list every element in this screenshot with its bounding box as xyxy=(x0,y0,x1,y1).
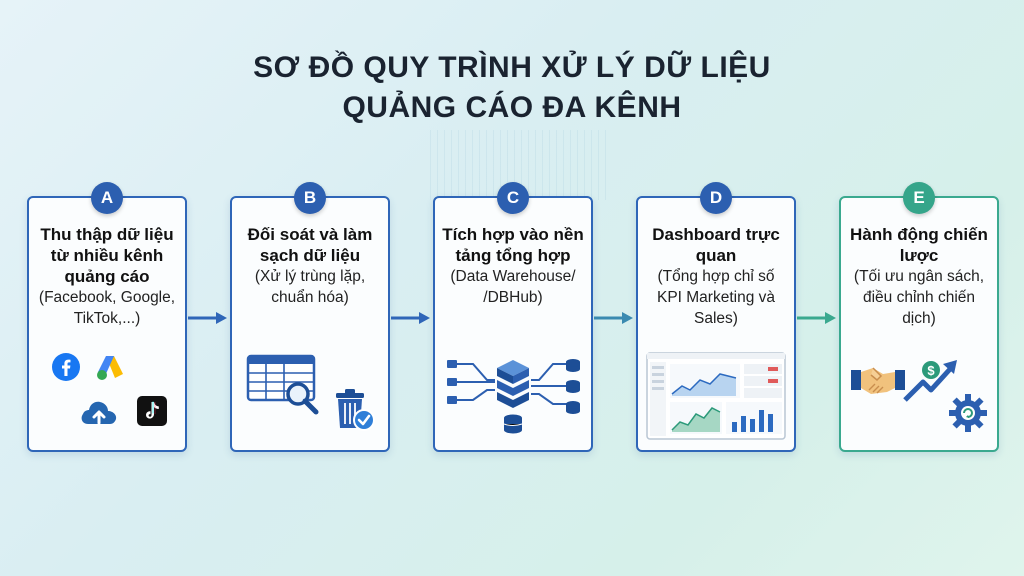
step-title-c: Tích hợp vào nền tảng tổng hợp xyxy=(442,225,584,265)
step-card-b: B Đối soát và làm sạch dữ liệu (Xử lý tr… xyxy=(230,182,390,452)
step-title-d: Dashboard trực quan xyxy=(652,225,780,265)
arrow-b-c xyxy=(391,312,430,324)
step-card-c: C Tích hợp vào nền tảng tổng hợp (Data W… xyxy=(433,182,593,452)
arrow-a-b xyxy=(188,312,227,324)
step-subtitle-e: (Tối ưu ngân sách, điều chỉnh chiến dịch… xyxy=(853,268,985,327)
step-card-d: D Dashboard trực quan (Tổng hợp chỉ số K… xyxy=(636,182,796,452)
step-title-e: Hành động chiến lược xyxy=(850,225,988,265)
gear-icon xyxy=(949,394,987,432)
step-badge-a: A xyxy=(91,182,123,214)
spreadsheet-search-icon xyxy=(246,354,319,415)
database-hub-icon xyxy=(447,359,580,434)
facebook-icon xyxy=(52,353,80,381)
step-badge-d: D xyxy=(700,182,732,214)
step-subtitle-d: (Tổng hợp chỉ số KPI Marketing và Sales) xyxy=(656,268,776,327)
arrow-d-e xyxy=(797,312,836,324)
step-title-a: Thu thập dữ liệu từ nhiều kênh quảng cáo xyxy=(40,225,174,286)
title-line-2: QUẢNG CÁO ĐA KÊNH xyxy=(342,91,682,124)
step-subtitle-b: (Xử lý trùng lặp, chuẩn hóa) xyxy=(254,268,366,306)
step-badge-c: C xyxy=(497,182,529,214)
step-card-e: E Hành động chiến lược (Tối ưu ngân sách… xyxy=(839,182,999,452)
step-title-b: Đối soát và làm sạch dữ liệu xyxy=(247,225,373,265)
step-badge-b: B xyxy=(294,182,326,214)
google-ads-icon xyxy=(97,356,123,380)
step-badge-e: E xyxy=(903,182,935,214)
step-icons-a xyxy=(29,352,185,442)
step-icons-e: $ xyxy=(841,352,997,442)
step-icons-c xyxy=(435,352,591,442)
title-line-1: SƠ ĐỒ QUY TRÌNH XỬ LÝ DỮ LIỆU xyxy=(253,51,771,84)
page-title: SƠ ĐỒ QUY TRÌNH XỬ LÝ DỮ LIỆU QUẢNG CÁO … xyxy=(0,48,1024,128)
step-subtitle-c: (Data Warehouse/ /DBHub) xyxy=(450,268,576,306)
step-icons-b xyxy=(232,352,388,442)
arrow-c-d xyxy=(594,312,633,324)
growth-arrow-icon: $ xyxy=(903,360,957,402)
handshake-icon xyxy=(851,367,905,394)
cloud-upload-icon xyxy=(81,401,117,425)
step-subtitle-a: (Facebook, Google, TikTok,...) xyxy=(38,289,176,327)
step-card-a: A Thu thập dữ liệu từ nhiều kênh quảng c… xyxy=(27,182,187,452)
trash-check-icon xyxy=(336,389,375,431)
dashboard-screen-icon xyxy=(646,352,786,440)
step-icons-d xyxy=(638,352,794,442)
svg-text:$: $ xyxy=(927,363,935,378)
tiktok-icon xyxy=(137,396,167,426)
